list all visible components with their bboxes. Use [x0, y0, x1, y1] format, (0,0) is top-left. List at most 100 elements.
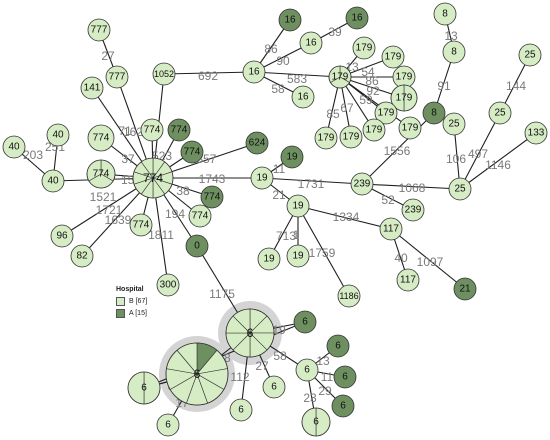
node-label: 40	[47, 176, 59, 187]
legend-label-a: A [15]	[129, 310, 147, 317]
node-label: 16	[305, 38, 317, 49]
edge-distance-label: 90	[276, 54, 290, 68]
tree-edge	[253, 71, 341, 78]
node-circle	[448, 177, 472, 201]
node-outline	[301, 407, 331, 437]
node-label: 16	[284, 15, 296, 26]
st-node-n6m: 6	[331, 394, 355, 418]
node-label: 141	[84, 83, 101, 94]
st-node-n6b: 6	[165, 342, 229, 406]
st-node-n117a: 117	[379, 217, 403, 241]
node-circle	[156, 413, 180, 437]
node-outline	[328, 65, 352, 89]
st-node-n25b: 25	[442, 112, 466, 136]
edge-distance-label: 1721	[96, 203, 123, 217]
node-circle	[70, 244, 94, 268]
node-circle	[293, 310, 317, 334]
node-label: 774	[204, 192, 221, 203]
node-label: 6	[335, 341, 341, 352]
node-label: 16	[248, 67, 260, 78]
node-circle	[379, 217, 403, 241]
st-node-n21: 21	[453, 277, 477, 301]
node-circle	[188, 204, 212, 228]
edge-distance-label: 27	[255, 359, 269, 373]
edge-distance-label: 1731	[298, 177, 325, 191]
node-outline	[127, 371, 161, 405]
node-outline	[132, 157, 174, 199]
node-label: 19	[292, 251, 304, 262]
node-label: 624	[249, 138, 266, 149]
edge-distance-label: 91	[437, 79, 451, 93]
node-label: 0	[194, 241, 200, 252]
st-node-n117b: 117	[396, 268, 420, 292]
edge-distance-label: 58	[273, 349, 287, 363]
st-node-n774g3: 774	[200, 185, 224, 209]
node-label: 6	[302, 317, 308, 328]
st-node-n16a: 16	[278, 8, 302, 32]
node-label: 179	[366, 125, 383, 136]
node-circle	[278, 8, 302, 32]
node-outline	[86, 159, 116, 189]
node-circle	[87, 18, 111, 42]
node-circle	[422, 101, 446, 125]
node-label: 6	[271, 382, 277, 393]
edge-distance-label: 67	[340, 101, 354, 115]
edge-distance-label: 194	[165, 207, 185, 221]
node-circle	[295, 358, 319, 382]
node-label: 6	[194, 367, 201, 381]
node-circle	[518, 43, 542, 67]
edge-distance-label: 1334	[333, 210, 360, 224]
st-node-n6a: 6	[225, 308, 275, 358]
st-node-n19c: 19	[257, 247, 281, 271]
edge-distance-label: 106	[446, 152, 466, 166]
st-node-n40a: 40	[2, 135, 26, 159]
st-node-n179j: 179	[398, 116, 422, 140]
tree-edge	[163, 71, 255, 75]
st-node-n82: 82	[70, 244, 94, 268]
st-node-n179b: 179	[381, 45, 405, 69]
node-circle	[350, 172, 374, 196]
edge-distance-label: 1	[293, 228, 300, 242]
node-circle	[80, 76, 104, 100]
node-label: 96	[56, 231, 68, 242]
edge-distance-label: 1639	[105, 213, 132, 227]
node-circle	[140, 118, 164, 142]
st-node-n16e: 16	[291, 85, 315, 109]
node-label: 117	[400, 275, 416, 286]
node-circle	[46, 123, 70, 147]
edge-distance-label: 29	[318, 384, 332, 398]
edge-distance-label: 23	[303, 391, 317, 405]
node-outline	[165, 342, 229, 406]
st-node-n239a: 239	[350, 172, 374, 196]
tree-edge	[361, 183, 461, 190]
edge-distance-label: 58	[271, 82, 285, 96]
edge-distance-label: 13	[444, 29, 458, 43]
node-label: 179	[356, 43, 373, 54]
node-label: 6	[238, 405, 244, 416]
st-node-n8b: 8	[442, 40, 466, 64]
edge-distance-label: 144	[506, 79, 526, 93]
edge-distance-label: 1811	[148, 228, 174, 242]
legend-item-b: B [67]	[116, 297, 147, 306]
node-label: 6	[165, 420, 171, 431]
node-label: 8	[451, 47, 457, 58]
st-node-n774g1: 774	[167, 118, 191, 142]
st-node-n40c: 40	[41, 169, 65, 193]
node-circle	[129, 213, 153, 237]
node-label: 179	[402, 123, 419, 134]
st-node-n25c: 25	[488, 101, 512, 125]
edge-distance-label: 13	[316, 354, 330, 368]
node-circle	[381, 45, 405, 69]
legend-swatch-b	[116, 297, 125, 306]
edge-distance-label: 112	[230, 370, 249, 384]
node-circle	[229, 398, 253, 422]
node-circle	[345, 6, 369, 30]
edge-distance-label: 27	[101, 49, 115, 63]
st-node-n774b: 774	[140, 118, 164, 142]
st-node-n774e: 774	[129, 213, 153, 237]
edge-distance-label: 1146	[485, 158, 511, 172]
node-circle	[262, 375, 286, 399]
edge-distance-label: 1521	[90, 190, 117, 204]
node-circle	[257, 247, 281, 271]
